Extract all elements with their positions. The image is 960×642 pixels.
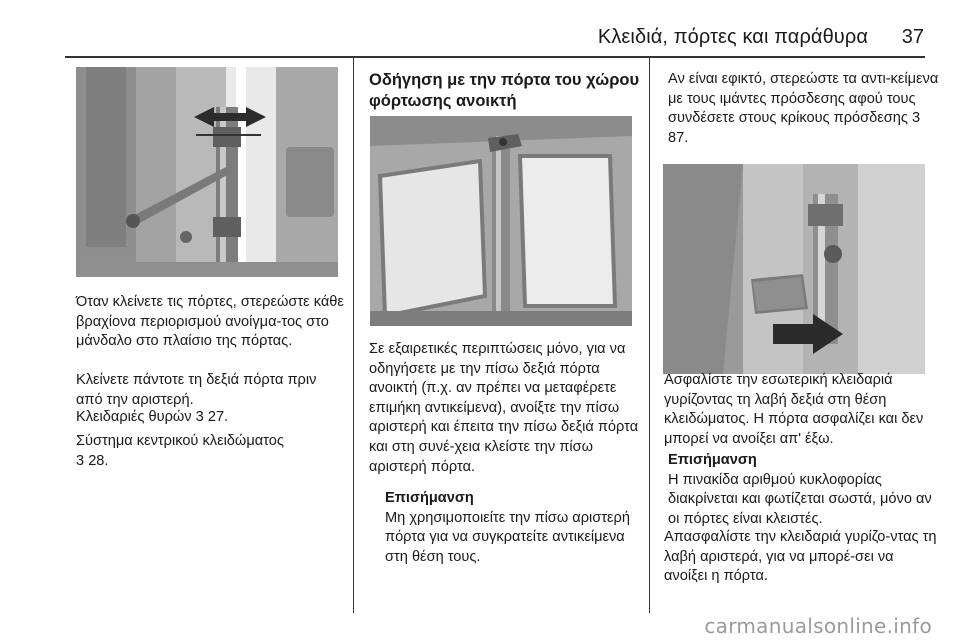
- col2-note-title: Επισήμανση: [385, 490, 474, 506]
- ref-arrow-icon: 3: [76, 452, 85, 469]
- header-rule: [65, 56, 925, 58]
- door-locks-link-text: Κλειδαριές θυρών: [76, 409, 192, 425]
- inner-lock-handle-figure: [663, 164, 925, 374]
- section-heading: Οδήγηση με την πόρτα του χώρου φόρτωσης …: [369, 71, 640, 110]
- central-locking-page-ref[interactable]: 28.: [88, 452, 109, 469]
- col2-note: Επισήμανση Μη χρησιμοποιείτε την πίσω αρ…: [385, 489, 641, 567]
- door-restraint-figure: [76, 67, 338, 277]
- central-locking-link-text: Σύστημα κεντρικού κλειδώματος: [76, 433, 284, 449]
- col1-paragraph-2: Κλείνετε πάντοτε τη δεξιά πόρτα πριν από…: [76, 372, 317, 408]
- page-number: 37: [901, 26, 924, 48]
- page-header-title: Κλειδιά, πόρτες και παράθυρα: [597, 26, 868, 48]
- tie-down-page-ref[interactable]: 87.: [668, 129, 689, 146]
- watermark: carmanualsonline.info: [704, 614, 932, 638]
- ref-arrow-icon: 3: [912, 110, 921, 127]
- col3-note-body: Η πινακίδα αριθμού κυκλοφορίας διακρίνετ…: [668, 471, 932, 527]
- tie-down-text: Αν είναι εφικτό, στερεώστε τα αντι-κείμε…: [668, 71, 939, 127]
- col3-paragraph-2: Ασφαλίστε την εσωτερική κλειδαριά γυρίζο…: [664, 372, 924, 447]
- col1-paragraph-1: Όταν κλείνετε τις πόρτες, στερεώστε κάθε…: [76, 294, 344, 350]
- col1-paragraph-4: Σύστημα κεντρικού κλειδώματος 3 28.: [76, 432, 346, 471]
- col3-note-title: Επισήμανση: [668, 452, 757, 468]
- col3-paragraph-3: Απασφαλίστε την κλειδαριά γυρίζο-ντας τη…: [664, 529, 937, 585]
- ref-arrow-icon: 3: [195, 409, 204, 425]
- door-locks-page-ref[interactable]: 27.: [207, 409, 229, 425]
- col1-paragraph-3: Κλειδαριές θυρών 3 27.: [76, 408, 346, 428]
- col3-paragraph-1: Αν είναι εφικτό, στερεώστε τα αντι-κείμε…: [668, 70, 940, 148]
- cargo-door-interior-figure: [370, 116, 632, 326]
- col3-note: Επισήμανση Η πινακίδα αριθμού κυκλοφορία…: [668, 451, 940, 529]
- column-divider-left: [353, 58, 354, 613]
- col2-paragraph-1: Σε εξαιρετικές περιπτώσεις μόνο, για να …: [369, 341, 639, 475]
- col2-note-body: Μη χρησιμοποιείτε την πίσω αριστερή πόρτ…: [385, 509, 630, 565]
- column-divider-right: [649, 58, 650, 613]
